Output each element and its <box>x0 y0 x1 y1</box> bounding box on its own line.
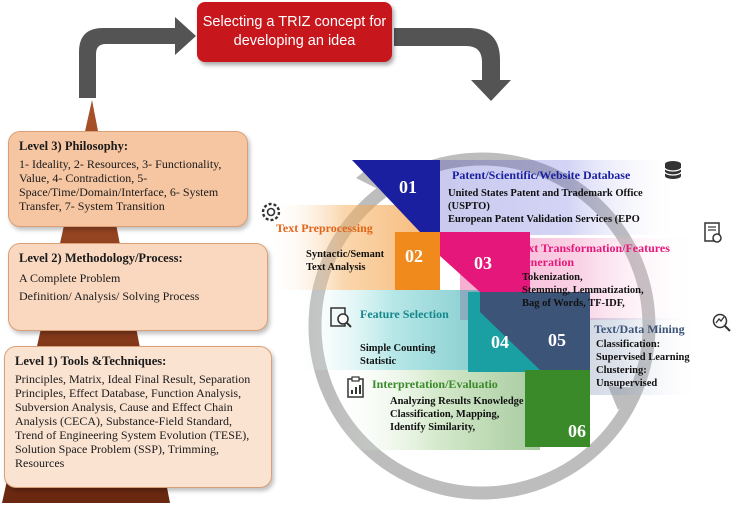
step-04-title: Feature Selection <box>360 307 449 321</box>
block-05 <box>480 292 590 370</box>
flow-arrow-left <box>79 17 196 98</box>
step-02-title: Text Preprocessing <box>276 221 373 235</box>
band-01 <box>430 160 680 235</box>
step-04-body: Simple Counting Statistic <box>360 343 436 367</box>
step-06-number: 06 <box>568 421 586 441</box>
flow-arrow-right <box>394 28 511 101</box>
gear-icon <box>261 202 281 222</box>
level-2-body: A Complete Problem Definition/ Analysis/… <box>19 271 200 303</box>
step-05-number: 05 <box>548 330 566 350</box>
step-03-number: 03 <box>474 253 492 273</box>
step-06-body: Analyzing Results Knowledge Classificati… <box>390 396 524 433</box>
step-01-title: Patent/Scientific/Website Database <box>452 168 631 182</box>
level-1-title: Level 1) Tools &Techniques: <box>15 354 167 368</box>
level-2-box: Level 2) Methodology/Process: A Complete… <box>8 243 268 331</box>
level-3-box: Level 3) Philosophy: 1- Ideality, 2- Res… <box>8 131 248 227</box>
step-06-title: Interpretation/Evaluatio <box>372 377 498 391</box>
triz-concept-text: Selecting a TRIZ concept for developing … <box>202 14 387 49</box>
band-06 <box>330 370 540 450</box>
step-05-body: Classification: Supervised Learning Clus… <box>596 339 690 389</box>
clipboard-chart-icon <box>347 376 364 398</box>
triz-concept-box: Selecting a TRIZ concept for developing … <box>197 2 392 62</box>
block-04 <box>440 292 540 372</box>
magnify-document-icon <box>330 307 352 328</box>
document-settings-icon <box>704 222 722 243</box>
block-01 <box>352 160 440 232</box>
level-3-title: Level 3) Philosophy: <box>19 139 129 153</box>
block-02 <box>395 232 440 290</box>
band-04 <box>290 290 490 370</box>
step-05-title: Text/Data Mining <box>594 322 685 336</box>
step-03-title: Text Transformation/Features Generation <box>516 241 670 269</box>
step-01-body: United States Patent and Trademark Offic… <box>448 188 643 225</box>
step-03-body: Tokenization, Stemming, Lemmatization, B… <box>522 272 644 309</box>
band-02 <box>268 205 420 290</box>
level-1-body: Principles, Matrix, Ideal Final Result, … <box>15 372 251 470</box>
block-03 <box>440 232 530 292</box>
level-3-body: 1- Ideality, 2- Resources, 3- Functional… <box>19 157 222 213</box>
database-icon <box>664 161 682 179</box>
step-02-number: 02 <box>405 246 423 266</box>
step-02-body: Syntactic/Semant Text Analysis <box>306 249 385 273</box>
level-1-box: Level 1) Tools &Techniques: Principles, … <box>4 346 272 488</box>
step-04-number: 04 <box>491 332 509 352</box>
analytics-icon <box>712 313 731 332</box>
step-01-number: 01 <box>399 177 417 197</box>
level-2-title: Level 2) Methodology/Process: <box>19 251 183 265</box>
block-06 <box>525 370 590 447</box>
